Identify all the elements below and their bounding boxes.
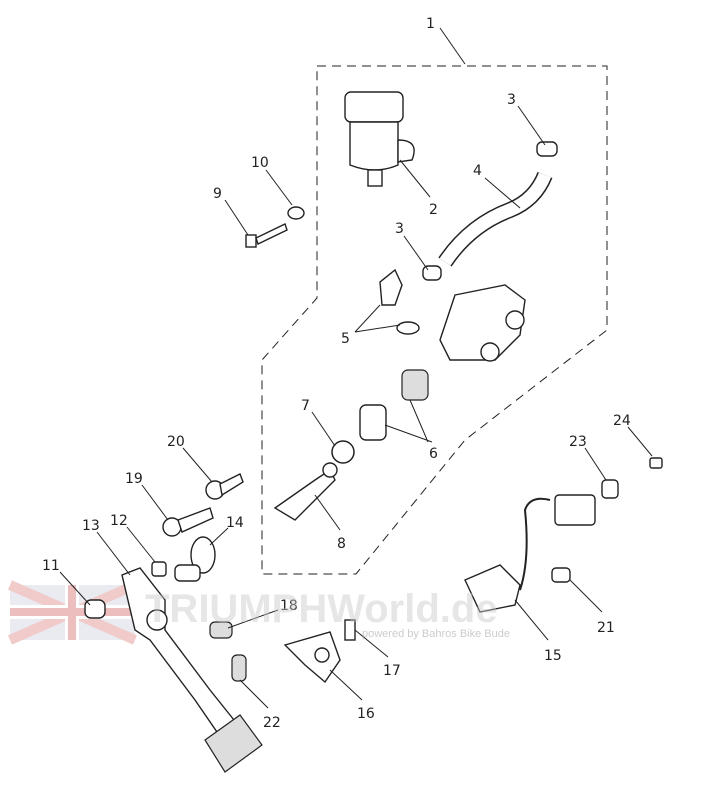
callout-8: 8 bbox=[337, 536, 346, 552]
callout-6: 6 bbox=[429, 446, 438, 462]
callout-13: 13 bbox=[82, 518, 100, 534]
assembly-boundary bbox=[261, 65, 608, 575]
callout-19: 19 bbox=[125, 471, 143, 487]
callout-3-upper: 3 bbox=[507, 92, 516, 108]
callout-7: 7 bbox=[301, 398, 310, 414]
bolt-20 bbox=[205, 473, 244, 500]
callout-20: 20 bbox=[167, 434, 185, 450]
spring-piston bbox=[359, 369, 429, 441]
callout-3-lower: 3 bbox=[395, 221, 404, 237]
spring-18 bbox=[209, 621, 233, 639]
switch-15 bbox=[464, 494, 596, 613]
callout-23: 23 bbox=[569, 434, 587, 450]
bracket-16 bbox=[283, 631, 341, 684]
clip-21 bbox=[551, 567, 571, 583]
callout-5: 5 bbox=[341, 331, 350, 347]
pivot-14 bbox=[174, 536, 216, 582]
washer-10 bbox=[287, 206, 305, 220]
spring-22 bbox=[231, 654, 247, 682]
hose-clip-lower bbox=[422, 265, 442, 281]
leader-lines bbox=[59, 27, 653, 709]
callout-16: 16 bbox=[357, 706, 375, 722]
reservoir bbox=[344, 91, 415, 187]
union-flag-logo bbox=[7, 580, 138, 645]
clip-12 bbox=[151, 561, 167, 577]
banjo-fitting bbox=[379, 268, 420, 335]
pushrod bbox=[273, 462, 338, 521]
bolt-9 bbox=[245, 223, 288, 248]
callout-9: 9 bbox=[213, 186, 222, 202]
callout-2: 2 bbox=[429, 202, 438, 218]
hose-clip-upper bbox=[536, 141, 558, 157]
brake-pedal bbox=[121, 567, 263, 773]
hose bbox=[438, 171, 553, 267]
clip-23 bbox=[601, 479, 619, 499]
callout-1: 1 bbox=[426, 16, 435, 32]
callout-4: 4 bbox=[473, 163, 482, 179]
master-cylinder-body bbox=[439, 284, 526, 362]
callout-10: 10 bbox=[251, 155, 269, 171]
callout-24: 24 bbox=[613, 413, 631, 429]
screw-24 bbox=[649, 457, 663, 469]
watermark-brand: TRIUMPHWorld.de bbox=[145, 587, 498, 631]
callout-22: 22 bbox=[263, 715, 281, 731]
callout-11: 11 bbox=[42, 558, 60, 574]
bolt-19 bbox=[162, 507, 214, 537]
callout-21: 21 bbox=[597, 620, 615, 636]
callout-12: 12 bbox=[110, 513, 128, 529]
watermark: TRIUMPHWorld.de powered by Bahros Bike B… bbox=[145, 587, 510, 640]
callout-14: 14 bbox=[226, 515, 244, 531]
watermark-tagline: powered by Bahros Bike Bude bbox=[362, 628, 510, 640]
callout-17: 17 bbox=[383, 663, 401, 679]
circlip bbox=[331, 440, 355, 464]
callout-18: 18 bbox=[280, 598, 298, 614]
callout-15: 15 bbox=[544, 648, 562, 664]
